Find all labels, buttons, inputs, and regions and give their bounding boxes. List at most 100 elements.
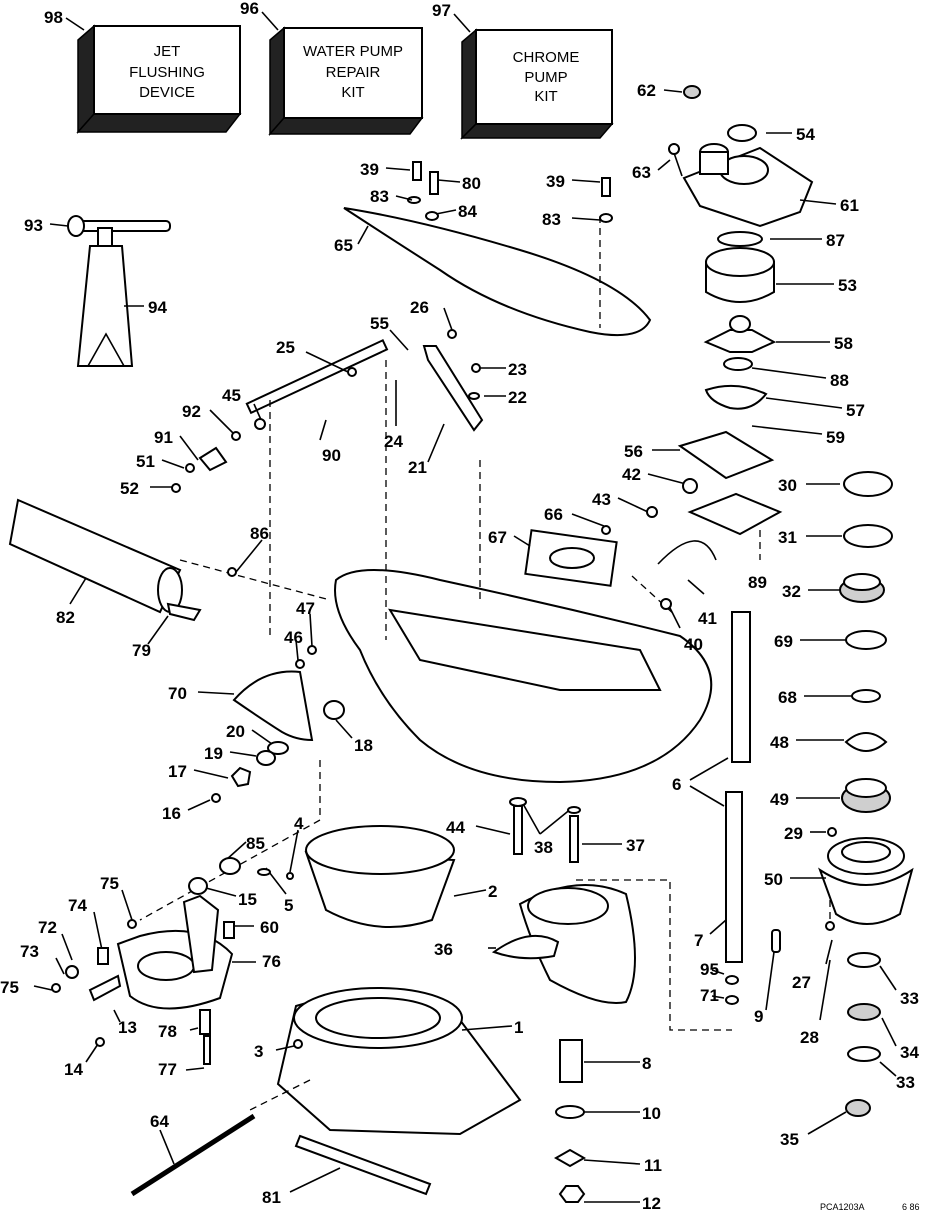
flushing-device-part xyxy=(67,215,171,367)
bearing-housing-50-part xyxy=(818,837,914,925)
callout-10: 10 xyxy=(642,1104,661,1123)
washer-19-part xyxy=(256,750,276,766)
callout-90: 90 xyxy=(322,446,341,465)
plate-56-part xyxy=(677,430,775,480)
retaining-ring-30-part xyxy=(843,471,893,497)
pin-13-part xyxy=(88,974,122,1002)
callout-47: 47 xyxy=(296,599,315,618)
kit-96-line-3: KIT xyxy=(341,84,364,101)
callout-12: 12 xyxy=(642,1194,661,1213)
washer-20-part xyxy=(267,741,289,755)
seal-35-part xyxy=(845,1099,871,1117)
callout-16: 16 xyxy=(162,804,181,823)
callout-73: 73 xyxy=(20,942,39,961)
callout-13: 13 xyxy=(118,1018,137,1037)
callout-34: 34 xyxy=(900,1043,919,1062)
callout-95: 95 xyxy=(700,960,719,979)
callout-30: 30 xyxy=(778,476,797,495)
nut-12-part xyxy=(558,1185,586,1203)
callout-43: 43 xyxy=(592,490,611,509)
ring-68-part xyxy=(851,689,881,703)
kit-box-jet-flushing-device: JET FLUSHING DEVICE xyxy=(76,24,242,134)
callout-50: 50 xyxy=(764,870,783,889)
callout-65: 65 xyxy=(334,236,353,255)
washer-10-part xyxy=(555,1105,585,1119)
spring-78-part xyxy=(199,1009,211,1035)
fasteners xyxy=(51,329,837,1065)
callout-96: 96 xyxy=(240,0,259,18)
kit-box-water-pump-repair-kit: WATER PUMP REPAIR KIT xyxy=(268,26,424,136)
callout-84: 84 xyxy=(458,202,477,221)
gasket-57-part xyxy=(704,384,768,410)
callout-22: 22 xyxy=(508,388,527,407)
callout-3: 3 xyxy=(254,1042,263,1061)
callout-29: 29 xyxy=(784,824,803,843)
callout-56: 56 xyxy=(624,442,643,461)
impeller-36-part xyxy=(491,884,636,1005)
callout-82: 82 xyxy=(56,608,75,627)
callout-57: 57 xyxy=(846,401,865,420)
callout-21: 21 xyxy=(408,458,427,477)
kit-98-line-1: JET xyxy=(154,43,181,60)
callout-89: 89 xyxy=(748,573,767,592)
callout-72: 72 xyxy=(38,918,57,937)
callout-80: 80 xyxy=(462,174,481,193)
callout-42: 42 xyxy=(622,465,641,484)
kit-97-line-2: PUMP xyxy=(524,69,567,86)
footer-code: PCA1203A xyxy=(820,1202,865,1212)
wear-ring-2-part xyxy=(304,825,456,929)
callout-39-left: 39 xyxy=(360,160,379,179)
callout-51: 51 xyxy=(136,452,155,471)
callout-86: 86 xyxy=(250,524,269,543)
callout-46: 46 xyxy=(284,628,303,647)
bushing-34-part xyxy=(847,1003,881,1021)
callout-20: 20 xyxy=(226,722,245,741)
callout-19: 19 xyxy=(204,744,223,763)
callout-4: 4 xyxy=(294,814,304,833)
callout-31: 31 xyxy=(778,528,797,547)
ring-69-part xyxy=(845,630,887,650)
callout-11: 11 xyxy=(644,1156,662,1175)
lock-washer-48-part xyxy=(844,732,888,752)
o-ring-88-part xyxy=(723,357,753,371)
callout-45: 45 xyxy=(222,386,241,405)
bracket-21-part xyxy=(422,345,484,432)
callout-41: 41 xyxy=(698,609,717,628)
callout-48: 48 xyxy=(770,733,789,752)
key-9-part xyxy=(771,929,781,953)
gasket-89-part xyxy=(687,492,783,536)
callout-64: 64 xyxy=(150,1112,169,1131)
callout-35: 35 xyxy=(780,1130,799,1149)
callout-78: 78 xyxy=(158,1022,177,1041)
callout-77: 77 xyxy=(158,1060,177,1079)
callout-55: 55 xyxy=(370,314,389,333)
callout-6: 6 xyxy=(672,775,681,794)
callout-79: 79 xyxy=(132,641,151,660)
callout-52: 52 xyxy=(120,479,139,498)
callout-26: 26 xyxy=(410,298,429,317)
washer-18-part xyxy=(323,700,345,720)
callout-23: 23 xyxy=(508,360,527,379)
callout-32: 32 xyxy=(782,582,801,601)
bracket-70-part xyxy=(232,670,314,742)
shaft-6-upper-part xyxy=(731,611,751,763)
callout-40: 40 xyxy=(684,635,703,654)
o-ring-87-part xyxy=(717,231,763,247)
ring-33-top-part xyxy=(847,952,881,968)
pump-cover-65-part xyxy=(343,207,652,337)
kit-96-line-2: REPAIR xyxy=(326,64,381,81)
callout-9: 9 xyxy=(754,1007,763,1026)
tab-washer-11-part xyxy=(553,1148,587,1168)
callout-81: 81 xyxy=(262,1188,281,1207)
callout-62: 62 xyxy=(637,81,656,100)
callout-28: 28 xyxy=(800,1028,819,1047)
callout-87: 87 xyxy=(826,231,845,250)
callout-74: 74 xyxy=(68,896,87,915)
callout-27: 27 xyxy=(792,973,811,992)
callout-33-top: 33 xyxy=(900,989,919,1008)
callout-7: 7 xyxy=(694,931,703,950)
callout-24: 24 xyxy=(384,432,403,451)
clip-79-part xyxy=(166,602,202,622)
callout-5: 5 xyxy=(284,896,293,915)
